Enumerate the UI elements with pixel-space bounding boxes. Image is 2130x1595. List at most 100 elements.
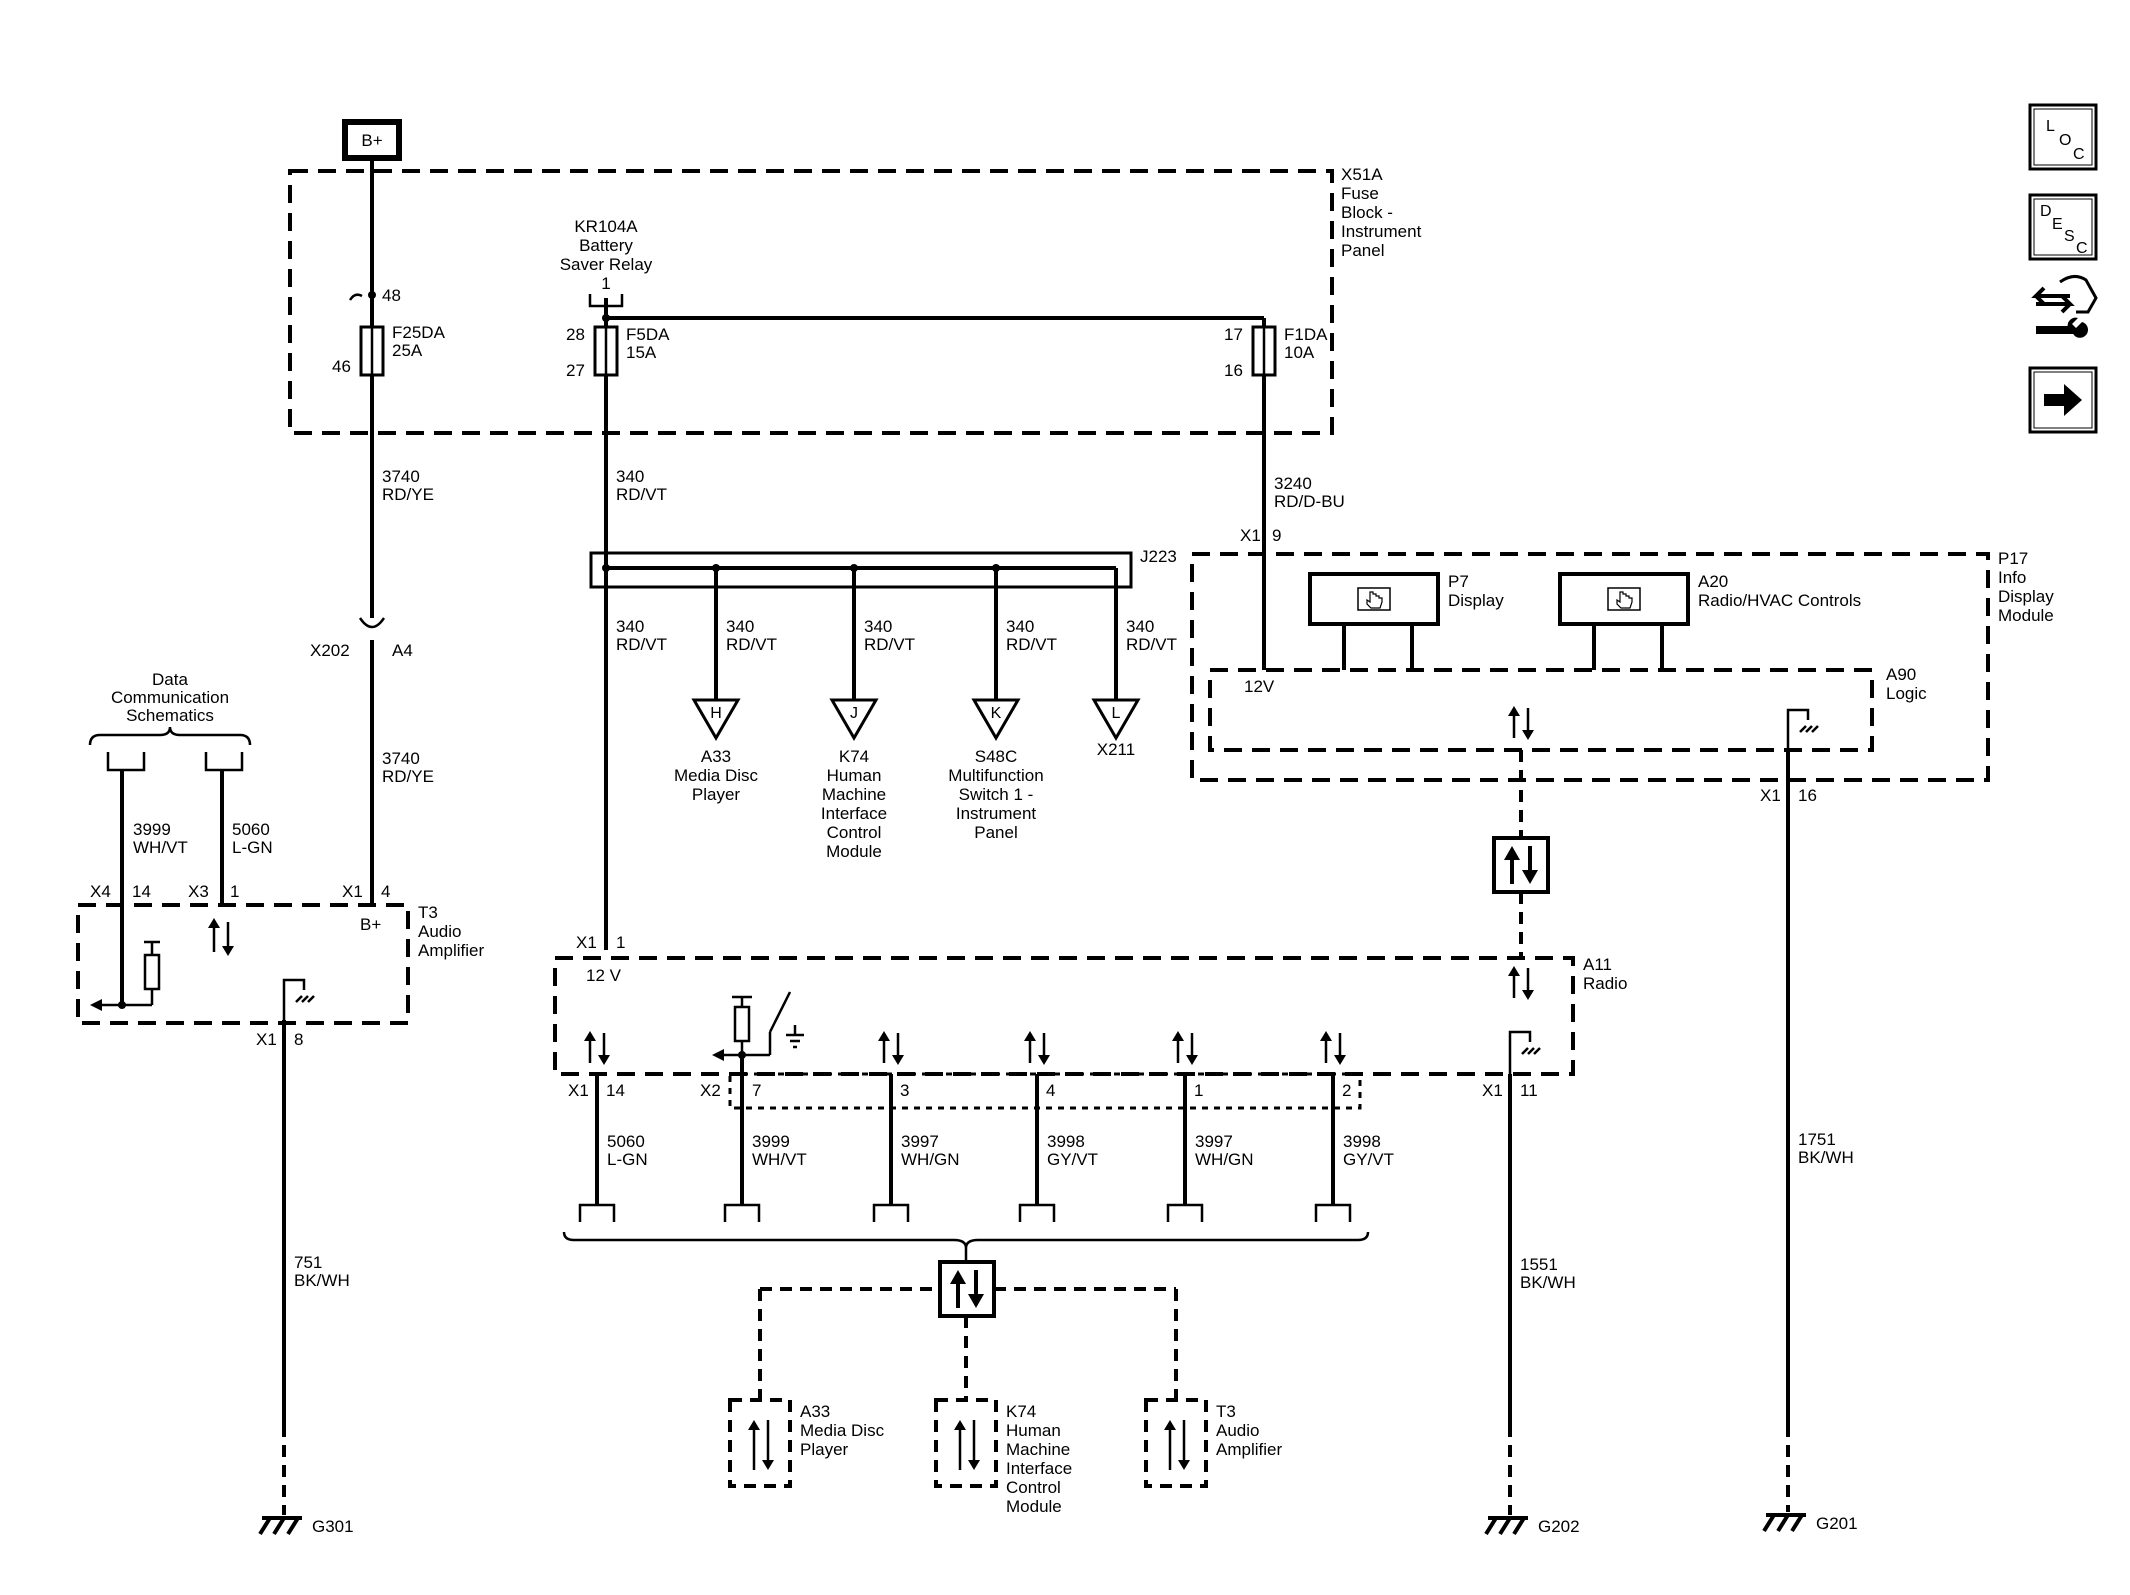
wire-3999-amp-color: WH/VT	[133, 838, 188, 857]
radio-pin-4: 4	[1046, 1081, 1055, 1100]
branch-l-num: 340	[1126, 617, 1154, 636]
branch-h-num: 340	[726, 617, 754, 636]
branch-k: 340 RD/VT K S48C Multifunction Switch 1 …	[948, 568, 1057, 842]
radio-pin-x1-gnd: X1	[1482, 1081, 1503, 1100]
diagnostic-wrench-icon[interactable]	[2031, 275, 2098, 338]
branch-j-num: 340	[864, 617, 892, 636]
branch-l-line-1: X211	[1097, 740, 1135, 759]
desc-button[interactable]: D E S C	[2028, 193, 2098, 261]
radio-wire-4-color: WH/GN	[1195, 1150, 1254, 1169]
radio-wire-5-num: 3998	[1343, 1132, 1381, 1151]
power-label: B+	[361, 131, 382, 150]
desc-letter-e: E	[2052, 216, 2063, 233]
splice-name: J223	[1140, 547, 1177, 566]
fuse-c-pin-top: 17	[1224, 325, 1243, 344]
bus-module-k74	[934, 1398, 998, 1488]
branch-l-letter: L	[1112, 705, 1121, 722]
branch-k-num: 340	[1006, 617, 1034, 636]
branch-k-line-4: Instrument	[956, 804, 1037, 823]
bus-module-k74-line-3: Machine	[1006, 1440, 1070, 1459]
amp-resistor-circuit	[90, 940, 161, 1011]
fuse-block-desc-4: Panel	[1341, 241, 1384, 260]
fuse-b-pin-top: 28	[566, 325, 585, 344]
wire-3999-amp-num: 3999	[133, 820, 171, 839]
ipc-pin-x1: X1	[1240, 526, 1261, 545]
amp-pin-x1: X1	[342, 882, 363, 901]
branch-l: 340 RD/VT L X211	[1091, 617, 1177, 759]
relay-pin: 1	[601, 274, 610, 293]
battery-positive-source: B+	[342, 119, 402, 161]
bus-module-k74-line-2: Human	[1006, 1421, 1061, 1440]
fuse-a-rating: 25A	[392, 341, 423, 360]
branch-k-color: RD/VT	[1006, 635, 1057, 654]
wire-751-color: BK/WH	[294, 1271, 350, 1290]
fuse-a-node	[368, 291, 376, 299]
fuse-block-desc-1: Fuse	[1341, 184, 1379, 203]
radio-wire-1-num: 3999	[752, 1132, 790, 1151]
branch-j-color: RD/VT	[864, 635, 915, 654]
fuse-c-rating: 10A	[1284, 343, 1315, 362]
data-comm-line-1: Data	[152, 670, 188, 689]
fuse-block-name: X51A	[1341, 165, 1383, 184]
radio-pin-7: 7	[752, 1081, 761, 1100]
branch-j-line-5: Control	[827, 823, 882, 842]
hvac-controls-box	[1558, 572, 1690, 626]
amp-data-arrows-icon	[208, 918, 234, 956]
wire-3740-upper-num: 3740	[382, 467, 420, 486]
branch-k-letter: K	[991, 705, 1002, 722]
wire-5060-amp-color: L-GN	[232, 838, 273, 857]
amp-desc-2: Amplifier	[418, 941, 484, 960]
radio-x2-connector	[728, 1072, 1362, 1110]
fuse-a-name: F25DA	[392, 323, 446, 342]
logic-data-arrows-icon	[1508, 706, 1534, 740]
radio-wire-4-num: 3997	[1195, 1132, 1233, 1151]
logic-12v: 12V	[1244, 677, 1275, 696]
x202-connector	[358, 617, 386, 629]
radio-pin-1-b: 1	[1194, 1081, 1203, 1100]
x202-conn: X202	[310, 641, 350, 660]
radio-output-wires	[595, 1055, 1335, 1205]
wire-3740-upper-color: RD/YE	[382, 485, 434, 504]
desc-letter-s: S	[2064, 228, 2075, 245]
loc-letter-l: L	[2046, 118, 2055, 135]
fuse-block-desc-3: Instrument	[1341, 222, 1422, 241]
amp-pin-14: 14	[132, 882, 151, 901]
fuse-b-rating: 15A	[626, 343, 657, 362]
data-comm-line-2: Communication	[111, 688, 229, 707]
radio-channel-arrows	[584, 1031, 1346, 1065]
bus-module-a33-line-3: Player	[800, 1440, 849, 1459]
relay-line-3: Saver Relay	[560, 255, 653, 274]
radio-wire-3-color: GY/VT	[1047, 1150, 1098, 1169]
amp-ground-symbol	[282, 978, 306, 1020]
wire-1551-num: 1551	[1520, 1255, 1558, 1274]
bus-module-k74-line-4: Interface	[1006, 1459, 1072, 1478]
data-comm-line-3: Schematics	[126, 706, 214, 725]
ipc-desc-1: Info	[1998, 568, 2026, 587]
serial-data-link-icon	[1492, 836, 1550, 894]
ipc-pin-16: 16	[1798, 786, 1817, 805]
radio-resistor-switch-circuit	[712, 991, 804, 1061]
amp-pin-x4: X4	[90, 882, 111, 901]
amp-name: T3	[418, 903, 438, 922]
radio-wire-0-color: L-GN	[607, 1150, 648, 1169]
logic-name: A90	[1886, 665, 1916, 684]
amp-pin-1: 1	[230, 882, 239, 901]
next-page-button[interactable]	[2028, 366, 2098, 434]
splice-j223	[589, 551, 1133, 589]
fuse-block-outline	[288, 169, 1334, 435]
fuse-c-name: F1DA	[1284, 325, 1328, 344]
ipc-pin-9: 9	[1272, 526, 1281, 545]
radio-pin-11: 11	[1520, 1081, 1538, 1100]
branch-k-line-2: Multifunction	[948, 766, 1043, 785]
radio-data-arrows-icon	[1508, 966, 1534, 1000]
radio-outline	[553, 956, 1575, 1076]
branch-h: 340 RD/VT H A33 Media Disc Player	[674, 568, 777, 804]
loc-button[interactable]: L O C	[2028, 103, 2098, 171]
bus-module-k74-line-5: Control	[1006, 1478, 1061, 1497]
radio-wire-2-num: 3997	[901, 1132, 939, 1151]
branch-wire-0-num: 340	[616, 617, 644, 636]
logic-outline	[1208, 668, 1874, 752]
ipc-outline	[1190, 552, 1990, 782]
hvac-desc: Radio/HVAC Controls	[1698, 591, 1861, 610]
